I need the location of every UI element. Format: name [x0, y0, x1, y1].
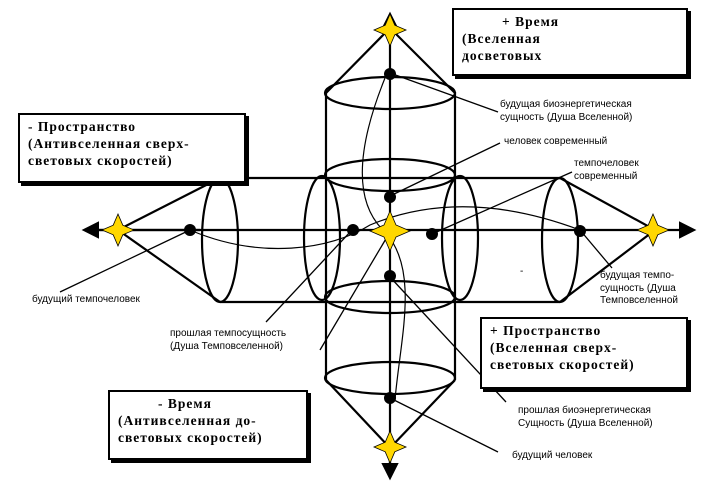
label-future-tempo-essence-line3: Темповселенной	[600, 295, 678, 306]
box-time-plus-line2: (Вселенная	[462, 31, 541, 46]
dot-center-right	[426, 228, 438, 240]
label-past-bio-line2: Сущность (Душа Вселенной)	[518, 417, 653, 429]
star-top	[372, 12, 408, 48]
pointer-future-bio	[389, 72, 499, 113]
pointer-center-1	[319, 231, 391, 351]
label-past-tempo-essence-line1: прошлая темпосущность	[170, 328, 287, 339]
label-future-tempo-essence-line2: сущность (Душа	[600, 282, 676, 294]
pointer-future-tempo-essence	[579, 229, 613, 269]
pointer-future-human	[389, 397, 499, 453]
htube-right-ellipse	[540, 176, 580, 304]
box-space-minus-line1: - Пространство	[28, 119, 137, 134]
label-future-tempo-essence: будущая темпо- сущность (Душа Темповселе…	[600, 270, 678, 308]
box-space-plus-line3: световых скоростей)	[490, 357, 635, 372]
dot-right	[574, 225, 586, 237]
dot-center-left	[347, 224, 359, 236]
label-future-human: будущий человек	[512, 450, 593, 461]
htube-inner-right-ellipse	[440, 174, 480, 302]
box-space-plus: + Пространство (Вселенная сверх- световы…	[480, 317, 688, 389]
label-past-tempo-essence-line2: (Душа Темповселенной)	[170, 340, 283, 352]
star-bottom	[372, 429, 408, 465]
box-space-minus-line2: (Антивселенная сверх-	[28, 136, 190, 151]
label-modern-tempo: темпочеловек современный	[574, 158, 639, 183]
pointer-future-tempo-human	[59, 229, 191, 293]
label-modern-tempo-line2: современный	[574, 170, 638, 182]
box-space-minus-line3: световых скоростей)	[28, 153, 173, 168]
star-right	[635, 212, 671, 248]
pointer-modern-tempo	[431, 171, 573, 235]
label-modern-tempo-line1: темпочеловек	[574, 158, 639, 169]
box-time-plus: + Время (Вселенная досветовых	[452, 8, 688, 76]
pointer-modern-human	[389, 142, 501, 197]
box-time-minus-line3: световых скоростей)	[118, 430, 263, 445]
dot-bottom	[384, 392, 396, 404]
label-future-tempo-human: будущий темпочеловек	[32, 294, 140, 305]
pointer-past-tempo-essence	[265, 229, 353, 323]
htube-inner-left-ellipse	[302, 174, 342, 302]
box-time-plus-line1: + Время	[502, 14, 560, 29]
label-past-tempo-essence: прошлая темпосущность (Душа Темповселенн…	[170, 328, 286, 353]
label-future-bio: будущая биоэнергетическая сущность (Душа…	[500, 99, 632, 124]
star-left	[100, 212, 136, 248]
box-time-minus-line1: - Время	[158, 396, 212, 411]
dot-lower	[384, 270, 396, 282]
dot-upper	[384, 191, 396, 203]
trajectory-curve	[189, 206, 581, 250]
label-future-bio-line2: сущность (Душа Вселенной)	[500, 111, 633, 123]
box-space-plus-line1: + Пространство	[490, 323, 602, 338]
label-dash-mark: -	[520, 266, 524, 277]
label-past-bio: прошлая биоэнергетическая Сущность (Душа…	[518, 405, 653, 430]
label-modern-human: человек современный	[504, 136, 608, 147]
label-future-tempo-essence-line1: будущая темпо-	[600, 270, 675, 281]
trajectory-curve-v	[361, 77, 406, 401]
box-space-minus: - Пространство (Антивселенная сверх- све…	[18, 113, 246, 183]
dot-top	[384, 68, 396, 80]
box-time-minus: - Время (Антивселенная до- световых скор…	[108, 390, 308, 460]
star-center	[368, 209, 412, 253]
box-time-plus-line3: досветовых	[462, 48, 543, 63]
box-time-minus-line2: (Антивселенная до-	[118, 413, 257, 428]
label-past-bio-line1: прошлая биоэнергетическая	[518, 405, 651, 416]
dot-left	[184, 224, 196, 236]
label-future-bio-line1: будущая биоэнергетическая	[500, 99, 632, 110]
box-space-plus-line2: (Вселенная сверх-	[490, 340, 618, 355]
